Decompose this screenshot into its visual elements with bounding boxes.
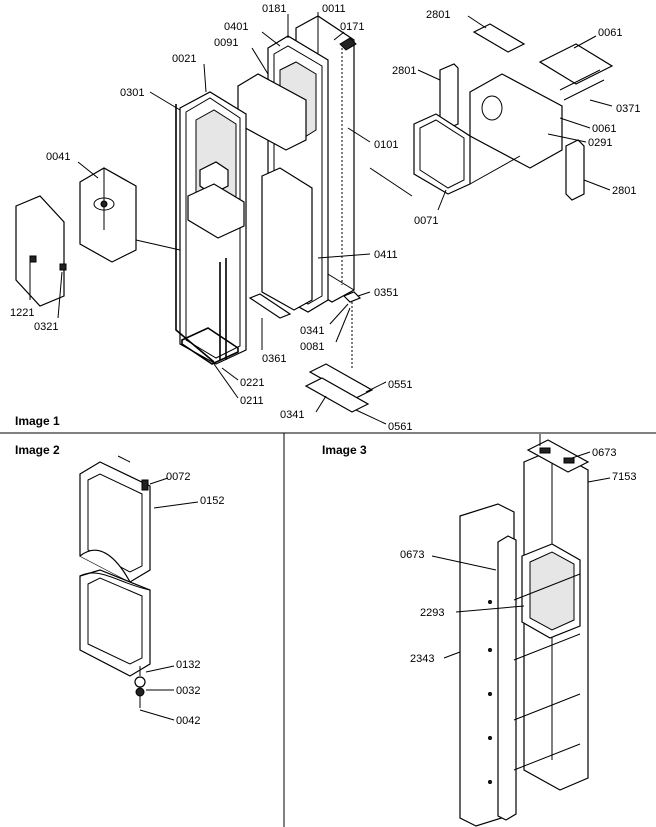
image2-assembly [79, 455, 151, 708]
image1-assembly [15, 15, 614, 413]
callout-0341-lower: 0341 [280, 409, 304, 421]
image3-callouts: Image 3 0673 7153 0673 2293 2343 [322, 443, 636, 665]
callout-0072: 0072 [166, 471, 190, 483]
callout-0291: 0291 [588, 137, 612, 149]
ice-bucket [79, 167, 137, 263]
callout-7153: 7153 [612, 471, 636, 483]
bracket-plate [15, 195, 65, 307]
callout-0041: 0041 [46, 151, 70, 163]
callout-0211: 0211 [240, 395, 264, 407]
callout-0321: 0321 [34, 321, 58, 333]
callout-0032: 0032 [176, 685, 200, 697]
side-trim-0673 [497, 535, 517, 821]
dispenser-housing [187, 183, 245, 239]
callout-0042: 0042 [176, 715, 200, 727]
image1-callouts: Image 1 0011 0181 0171 0401 0091 0021 03… [10, 3, 640, 433]
callout-0301: 0301 [120, 87, 144, 99]
image3-leaders [431, 451, 611, 659]
bottom-trim [181, 327, 239, 365]
hinge-plate-bottom [304, 377, 370, 413]
callout-0091: 0091 [214, 37, 238, 49]
image1-leaders [29, 12, 613, 425]
callout-0152: 0152 [200, 495, 224, 507]
callout-0673-side: 0673 [400, 549, 424, 561]
image2-title: Image 2 [15, 443, 60, 457]
image1-title: Image 1 [15, 414, 60, 428]
image2-callouts: Image 2 0072 0152 0132 0032 0042 [15, 443, 224, 727]
insulation-block-top [472, 23, 526, 53]
callout-0132: 0132 [176, 659, 200, 671]
hinge-part [342, 291, 362, 303]
screw-part [29, 255, 37, 263]
upper-bracket [538, 43, 614, 85]
image2-leaders [139, 477, 199, 721]
callout-0371: 0371 [616, 103, 640, 115]
callout-0181: 0181 [262, 3, 286, 15]
callout-2343: 2343 [410, 653, 434, 665]
image3-title: Image 3 [322, 443, 367, 457]
callout-2801-top: 2801 [426, 9, 450, 21]
callout-0351: 0351 [374, 287, 398, 299]
break-line-upper [79, 549, 131, 583]
dispenser-frame [413, 113, 471, 195]
callout-0551: 0551 [388, 379, 412, 391]
dispenser-opening [529, 551, 575, 631]
washer-part [134, 676, 146, 688]
trim-strip [248, 293, 292, 319]
callout-0061-top: 0061 [598, 27, 622, 39]
callout-0101: 0101 [374, 139, 398, 151]
callout-1221: 1221 [10, 307, 34, 319]
callout-0081: 0081 [300, 341, 324, 353]
callout-0401: 0401 [224, 21, 248, 33]
callout-2801-right: 2801 [612, 185, 636, 197]
dispenser-chute [199, 161, 229, 195]
callout-0011: 0011 [322, 3, 346, 15]
callout-0673-top: 0673 [592, 447, 616, 459]
callout-0561: 0561 [388, 421, 412, 433]
insulation-block-right [565, 139, 585, 201]
callout-0021: 0021 [172, 53, 196, 65]
dispenser-module [469, 73, 563, 169]
callout-0061-mid: 0061 [592, 123, 616, 135]
callout-0361: 0361 [262, 353, 286, 365]
callout-0071: 0071 [414, 215, 438, 227]
door-frame-lower [79, 569, 151, 677]
callout-0411: 0411 [374, 249, 398, 261]
callout-2293: 2293 [420, 607, 444, 619]
callout-0221: 0221 [240, 377, 264, 389]
callout-0171: 0171 [340, 21, 364, 33]
image3-assembly [459, 434, 590, 827]
nut-part [135, 687, 145, 697]
screw-part-0072 [141, 479, 149, 491]
door-cap-part [339, 37, 357, 51]
callout-2801-left: 2801 [392, 65, 416, 77]
inner-liner-panel [261, 167, 313, 311]
callout-0341-upper: 0341 [300, 325, 324, 337]
